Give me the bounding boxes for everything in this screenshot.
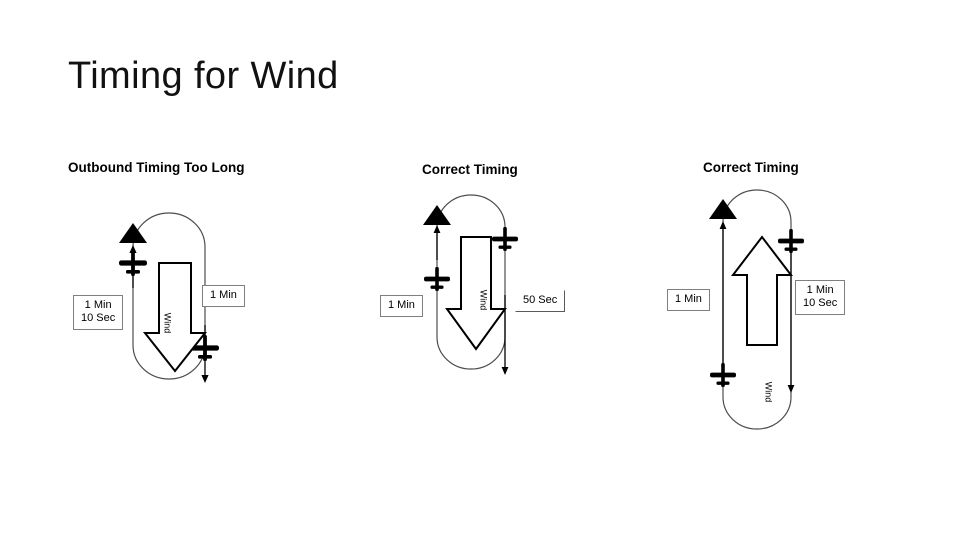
wind-arrow-down-icon (142, 262, 208, 373)
wind-arrow-up-icon (730, 235, 794, 346)
panel-caption-correct-timing-tailwind: Correct Timing (703, 160, 799, 175)
inbound-timing-label: 1 Min 10 Sec (795, 280, 846, 315)
aircraft-symbol-inbound (778, 229, 804, 253)
aircraft-symbol-outbound (710, 363, 736, 387)
wind-arrow-label: Wind (763, 381, 774, 403)
timing-line-1: 1 Min (388, 299, 415, 311)
holding-pattern-diagram-2: 1 Min 50 Sec Wind (375, 185, 645, 445)
timing-line-2: 10 Sec (81, 312, 116, 324)
outbound-direction-arrow (433, 225, 441, 260)
holding-pattern-diagram-3: 1 Min 1 Min 10 Sec Wind (655, 185, 925, 445)
inbound-timing-label: 50 Sec (515, 290, 566, 312)
wind-arrow-label: Wind (162, 312, 173, 334)
holding-turn-bottom (132, 344, 206, 380)
aircraft-symbol-inbound (492, 227, 518, 251)
outbound-direction-arrow (719, 221, 727, 375)
aircraft-symbol-outbound (424, 267, 450, 291)
triangle-fix-icon (119, 223, 147, 243)
holding-pattern-diagram-1: 1 Min 10 Sec 1 Min Wind (55, 185, 325, 445)
aircraft-symbol-outbound (119, 250, 147, 276)
panel-caption-outbound-too-long: Outbound Timing Too Long (68, 160, 245, 175)
inbound-direction-arrow (501, 295, 509, 375)
outbound-timing-label: 1 Min (667, 289, 710, 311)
aircraft-symbol-inbound (191, 335, 219, 361)
timing-line-2: 10 Sec (803, 297, 838, 309)
wind-arrow-down-icon (445, 236, 507, 351)
timing-line-1: 1 Min (84, 299, 112, 311)
panel-caption-correct-timing-headwind: Correct Timing (422, 162, 518, 177)
outbound-timing-label: 1 Min (380, 295, 423, 317)
inbound-direction-arrow (787, 247, 795, 393)
timing-line-1: 1 Min (675, 293, 702, 305)
inbound-timing-label: 1 Min (202, 285, 245, 307)
triangle-fix-icon (709, 199, 737, 219)
holding-turn-bottom (436, 336, 506, 370)
holding-turn-bottom (722, 396, 792, 430)
timing-line-1: 50 Sec (523, 294, 558, 306)
page-title: Timing for Wind (68, 55, 339, 97)
wind-arrow-label: Wind (478, 289, 489, 311)
triangle-fix-icon (423, 205, 451, 225)
outbound-timing-label: 1 Min 10 Sec (73, 295, 124, 330)
timing-line-1: 1 Min (806, 284, 834, 296)
timing-line-1: 1 Min (210, 289, 237, 301)
